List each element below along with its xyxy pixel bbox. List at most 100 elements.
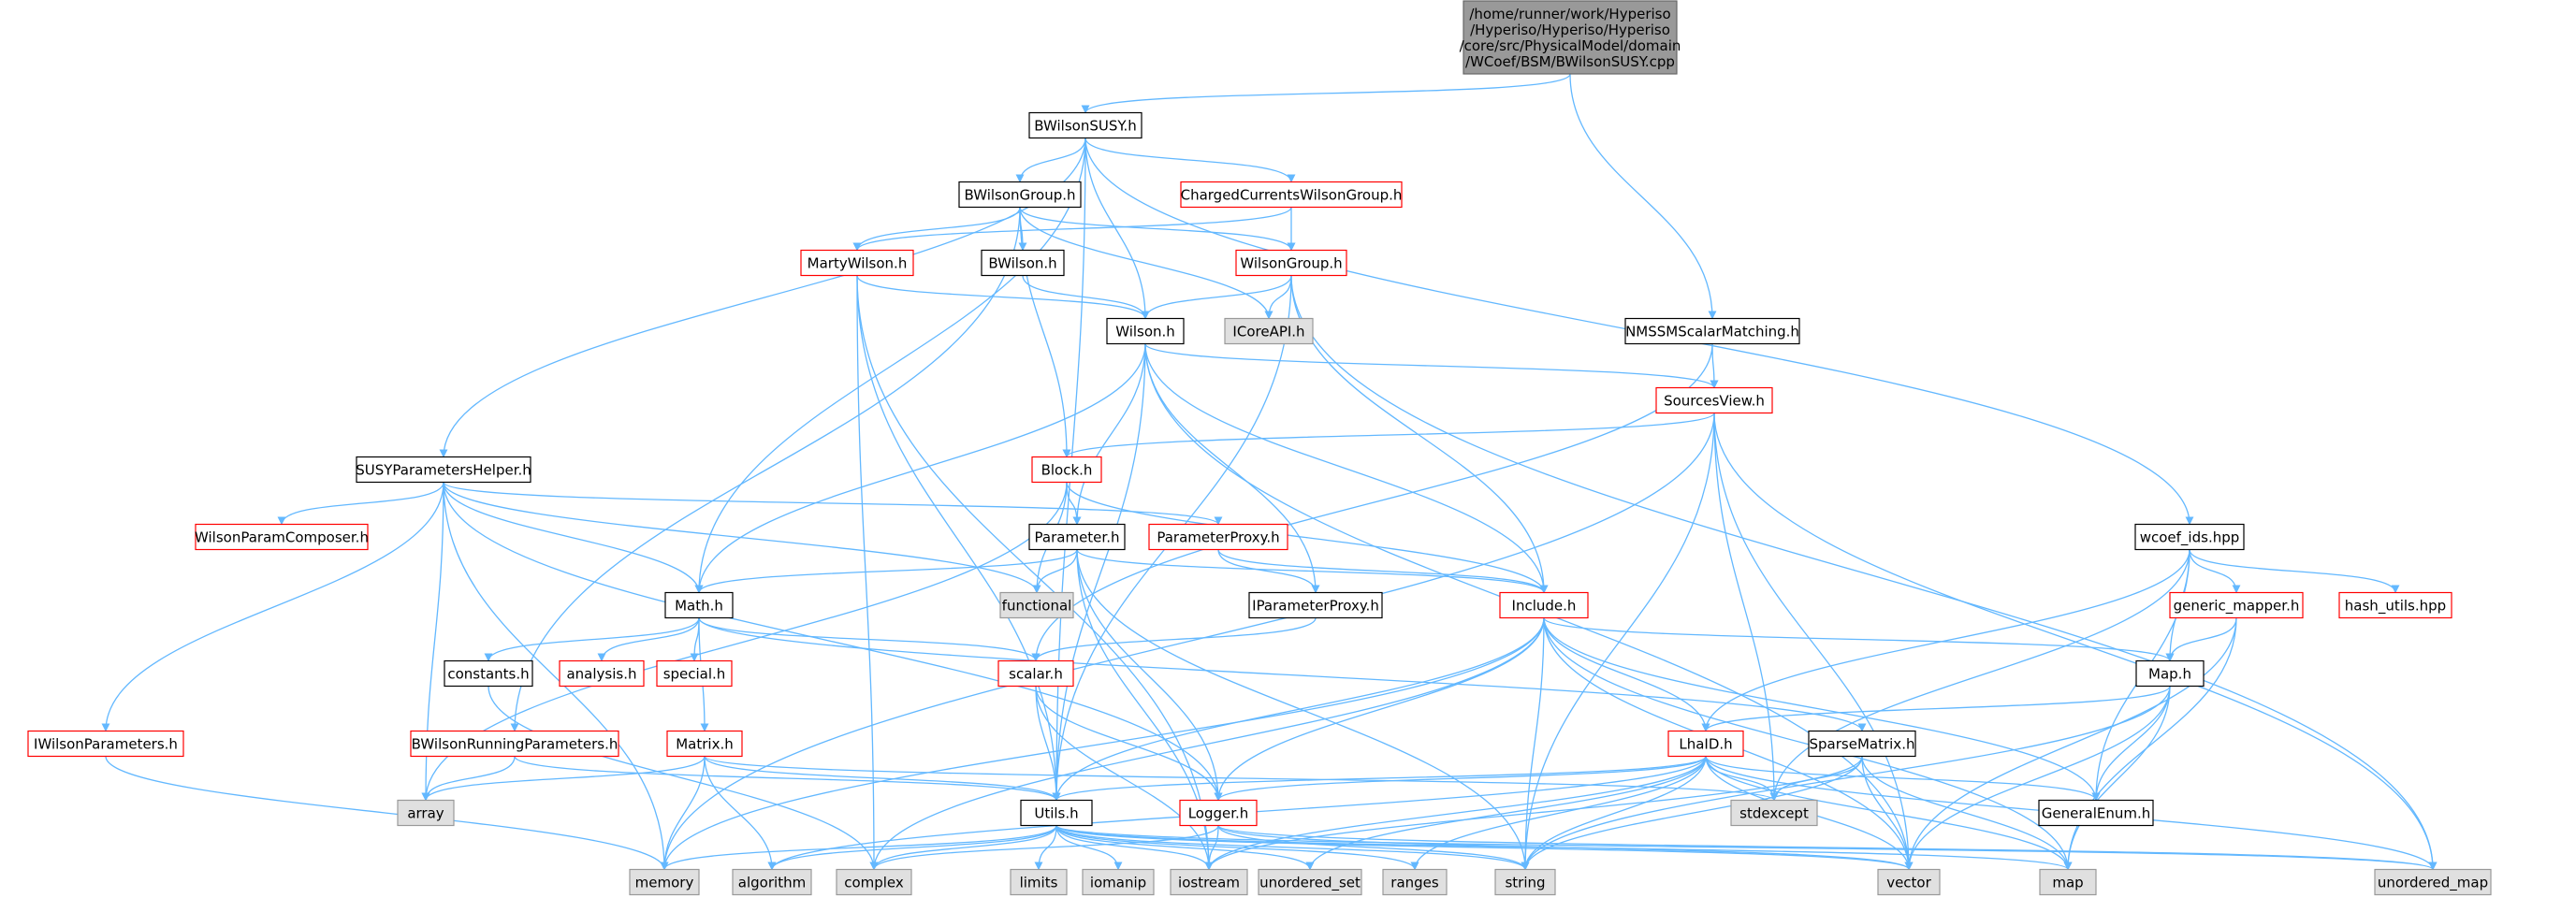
node-hash-utils-hpp[interactable]: hash_utils.hpp: [2338, 591, 2452, 619]
node-label: IWilsonParameters.h: [34, 736, 178, 753]
edge-iwilsonparameters-h-to-memory: [105, 756, 669, 871]
node-vector[interactable]: vector: [1877, 868, 1941, 896]
node-box: [2135, 659, 2205, 688]
node-array[interactable]: array: [397, 799, 455, 827]
node-wcoef-ids-hpp[interactable]: wcoef_ids.hpp: [2134, 523, 2245, 551]
node-label: Math.h: [675, 598, 723, 615]
node-map-h[interactable]: Map.h: [2135, 659, 2205, 688]
node-parameterproxy-h[interactable]: ParameterProxy.h: [1148, 523, 1288, 551]
node-block-h[interactable]: Block.h: [1031, 456, 1102, 484]
edge-block-h-to-include-h: [1066, 482, 1549, 594]
edge-bwilsonrunningparameters-h-to-utils-h: [514, 755, 1061, 802]
edge-susyparametershelper-h-to-math-h: [443, 482, 704, 594]
node-wilson-h[interactable]: Wilson.h: [1106, 317, 1185, 345]
edge-map-h-to-string: [1521, 686, 2171, 871]
node-label: Parameter.h: [1035, 529, 1120, 546]
node-box: [2039, 868, 2097, 896]
edge-map-h-to-generalenum-h: [2091, 686, 2171, 802]
node-constants-h[interactable]: constants.h: [444, 659, 533, 688]
edge-generic-mapper-h-to-map-h: [2165, 617, 2237, 662]
node-analysis-h[interactable]: analysis.h: [559, 659, 645, 688]
node-complex[interactable]: complex: [836, 868, 912, 896]
node-label: ICoreAPI.h: [1232, 324, 1304, 340]
node-nmssmscalarmatching-h[interactable]: NMSSMScalarMatching.h: [1624, 317, 1800, 345]
node-scalar-h[interactable]: scalar.h: [997, 659, 1074, 688]
edge-bwilsongroup-h-to-martywilson-h: [852, 207, 1021, 252]
node-generic-mapper-h[interactable]: generic_mapper.h: [2169, 591, 2304, 619]
node-ranges[interactable]: ranges: [1382, 868, 1448, 896]
node-limits[interactable]: limits: [1010, 868, 1068, 896]
edge-utils-h-to-ranges: [1055, 825, 1419, 871]
node-box: [1655, 386, 1773, 414]
node-label: Include.h: [1512, 598, 1577, 615]
node-math-h[interactable]: Math.h: [664, 591, 734, 619]
node-utils-h[interactable]: Utils.h: [1020, 799, 1093, 827]
node-box: [2374, 868, 2492, 896]
edge-wilsongroup-h-to-unordered-map: [1290, 275, 2438, 871]
node-box: [195, 523, 369, 551]
edge-matrix-h-to-algorithm: [704, 756, 777, 871]
node-special-h[interactable]: special.h: [656, 659, 733, 688]
node-map[interactable]: map: [2039, 868, 2097, 896]
node-bwilsonrunningparameters-h[interactable]: BWilsonRunningParameters.h: [410, 730, 619, 758]
node-string[interactable]: string: [1494, 868, 1556, 896]
edge-map-h-to-vector: [1904, 686, 2171, 871]
node-wilsongroup-h[interactable]: WilsonGroup.h: [1235, 249, 1347, 277]
node-martywilson-h[interactable]: MartyWilson.h: [800, 249, 914, 277]
edge-parameterproxy-h-to-iparameterproxy-h: [1217, 549, 1320, 594]
edge-include-h-to-memory: [660, 617, 1545, 871]
node-stdexcept[interactable]: stdexcept: [1730, 799, 1818, 827]
node-iparameterproxy-h[interactable]: IParameterProxy.h: [1248, 591, 1383, 619]
edge-chargedcurrentswilsongroup-h-to-martywilson-h: [852, 207, 1292, 252]
node-unordered-map[interactable]: unordered_map: [2374, 868, 2492, 896]
node-box: [2038, 799, 2154, 827]
node-label: /Hyperiso/Hyperiso/Hyperiso: [1470, 22, 1670, 38]
edge-matrix-h-to-stdexcept: [704, 755, 1779, 802]
node-label: unordered_map: [2378, 875, 2488, 892]
node-iostream[interactable]: iostream: [1170, 868, 1248, 896]
node-lhaid-h[interactable]: LhaID.h: [1667, 730, 1744, 758]
node-root[interactable]: /home/runner/work/Hyperiso/Hyperiso/Hype…: [1460, 0, 1681, 75]
node-wilsonparamcomposer-h[interactable]: WilsonParamComposer.h: [195, 523, 369, 551]
node-iomanip[interactable]: iomanip: [1082, 868, 1155, 896]
edge-utils-h-to-unordered-set: [1055, 825, 1315, 871]
edge-root-to-bwilsonsusy-h: [1081, 73, 1571, 114]
node-unordered-set[interactable]: unordered_set: [1258, 868, 1362, 896]
edge-utils-h-to-vector: [1055, 824, 1914, 871]
node-functional[interactable]: functional: [999, 591, 1074, 619]
node-box: [444, 659, 533, 688]
node-algorithm[interactable]: algorithm: [732, 868, 812, 896]
node-bwilsonsusy-h[interactable]: BWilsonSUSY.h: [1028, 111, 1142, 139]
node-sourcesview-h[interactable]: SourcesView.h: [1655, 386, 1773, 414]
node-label: SUSYParametersHelper.h: [356, 462, 531, 479]
node-label: LhaID.h: [1679, 736, 1732, 753]
node-icoreapi-h[interactable]: ICoreAPI.h: [1224, 317, 1314, 345]
edge-include-h-to-complex: [869, 617, 1545, 871]
node-box: [1494, 868, 1556, 896]
node-box: [1624, 317, 1800, 345]
node-memory[interactable]: memory: [629, 868, 700, 896]
node-label: unordered_set: [1259, 875, 1361, 892]
node-sparsematrix-h[interactable]: SparseMatrix.h: [1808, 730, 1916, 758]
node-parameter-h[interactable]: Parameter.h: [1028, 523, 1126, 551]
node-label: IParameterProxy.h: [1252, 598, 1379, 615]
edge-math-h-to-scalar-h: [698, 617, 1041, 662]
node-bwilson-h[interactable]: BWilson.h: [981, 249, 1065, 277]
edge-lhaid-h-to-logger-h: [1214, 756, 1707, 802]
node-bwilsongroup-h[interactable]: BWilsonGroup.h: [958, 181, 1082, 209]
node-include-h[interactable]: Include.h: [1499, 591, 1589, 619]
node-box: [1730, 799, 1818, 827]
edge-utils-h-to-unordered-map: [1055, 824, 2438, 871]
node-label: memory: [635, 875, 694, 891]
node-label: array: [407, 805, 444, 822]
edge-sparsematrix-h-to-vector: [1861, 756, 1914, 871]
node-iwilsonparameters-h[interactable]: IWilsonParameters.h: [27, 730, 184, 758]
node-chargedcurrentswilsongroup-h[interactable]: ChargedCurrentsWilsonGroup.h: [1180, 181, 1403, 209]
node-matrix-h[interactable]: Matrix.h: [666, 730, 743, 758]
node-label: iostream: [1178, 875, 1240, 891]
node-susyparametershelper-h[interactable]: SUSYParametersHelper.h: [356, 456, 531, 484]
node-generalenum-h[interactable]: GeneralEnum.h: [2038, 799, 2154, 827]
edge-utils-h-to-iomanip: [1055, 825, 1123, 871]
node-logger-h[interactable]: Logger.h: [1179, 799, 1258, 827]
node-box: [999, 591, 1074, 619]
